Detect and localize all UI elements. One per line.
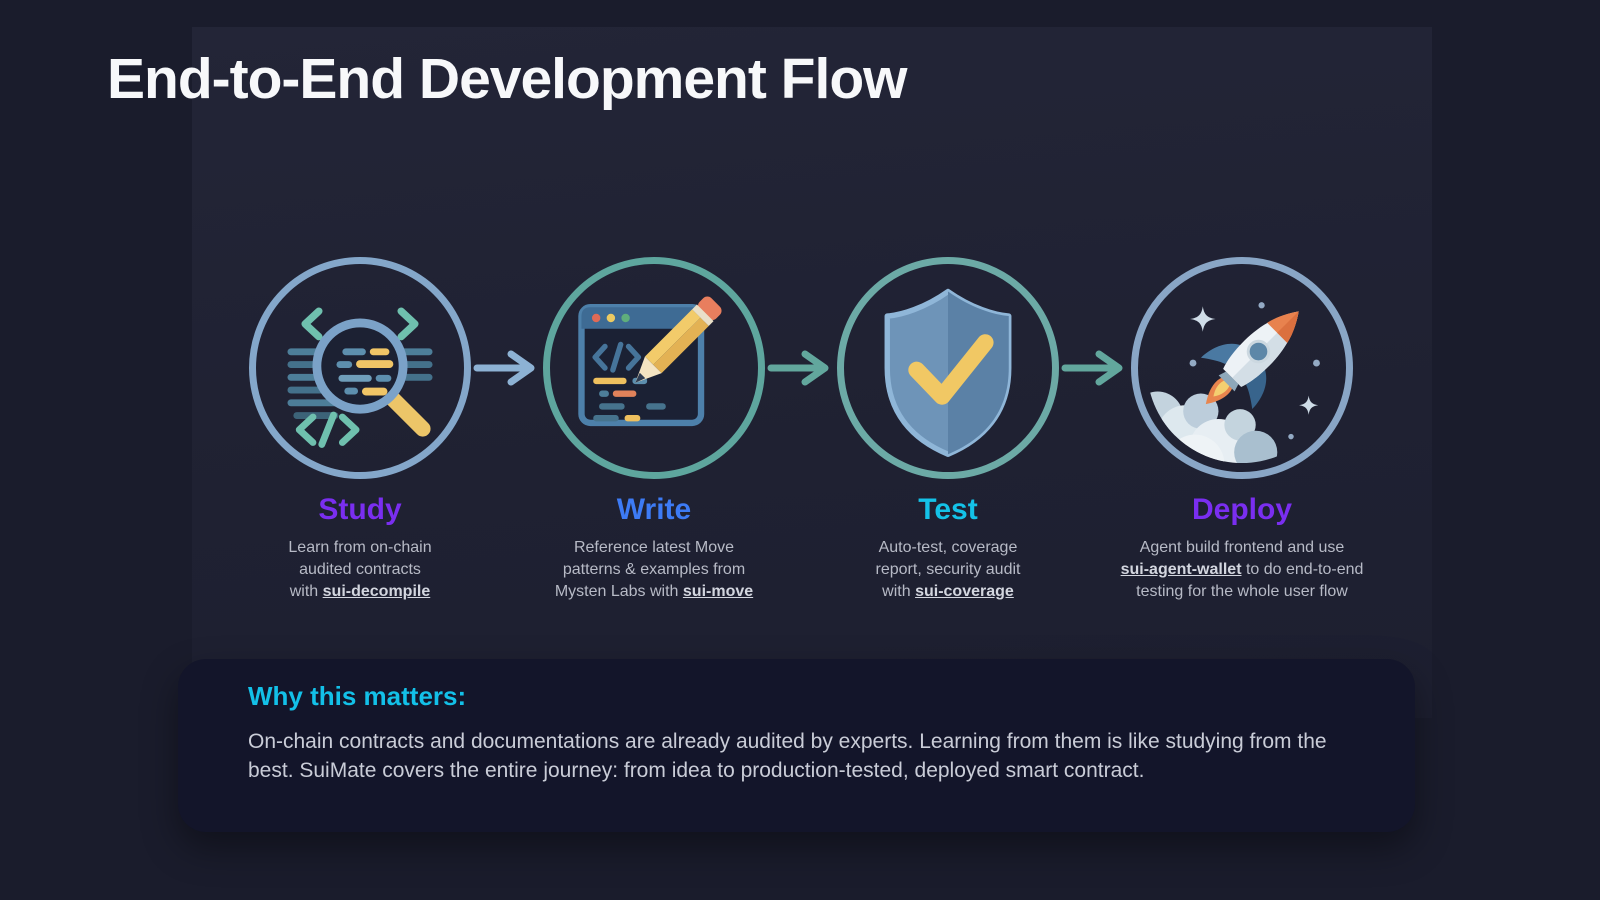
shield-check-icon [884,288,1012,457]
stage-label: Write [616,493,692,526]
stage-label: Study [318,493,402,526]
why-heading: Why this matters: [248,681,467,711]
stage-ring [1131,257,1353,479]
stage-ring [837,257,1059,479]
flow-arrow-icon [765,346,837,390]
code-editor-pencil-icon [578,296,722,427]
rocket-launch-icon [1146,302,1320,464]
why-card: Why this matters: On-chain contracts and… [178,659,1415,832]
stage-ring [543,257,765,479]
stage-ring [249,257,471,479]
flow-arrow-icon [471,346,543,390]
flow-arrow-icon [1059,346,1131,390]
page-title: End-to-End Development Flow [107,47,907,111]
magnifier-code-icon [287,307,433,448]
why-body: On-chain contracts and documentations ar… [248,730,1327,782]
stage-label: Test [918,493,978,526]
stage-label: Deploy [1191,493,1293,526]
